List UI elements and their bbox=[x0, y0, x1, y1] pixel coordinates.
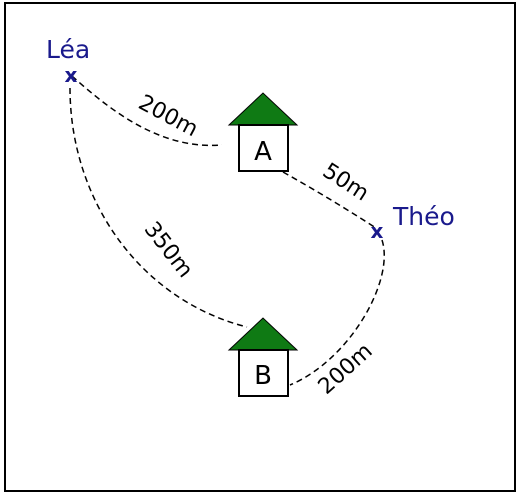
house-a-label: A bbox=[254, 137, 272, 167]
lea-name: Léa bbox=[46, 35, 90, 64]
path-lea-to-a bbox=[71, 75, 223, 147]
person-lea: Léa x bbox=[46, 35, 90, 87]
person-theo: Théo x bbox=[371, 202, 455, 243]
diagram-border bbox=[4, 2, 516, 492]
path-b-to-theo bbox=[289, 239, 385, 386]
house-b: B bbox=[227, 317, 299, 397]
house-b-label: B bbox=[254, 361, 272, 391]
house-a: A bbox=[227, 92, 299, 172]
house-a-body bbox=[238, 124, 289, 172]
paths bbox=[69, 75, 385, 386]
lea-marker: x bbox=[65, 63, 78, 87]
theo-name: Théo bbox=[392, 202, 455, 231]
house-b-body bbox=[238, 349, 289, 397]
path-lea-to-b bbox=[69, 87, 248, 328]
theo-marker: x bbox=[371, 219, 384, 243]
path-a-to-theo bbox=[282, 171, 377, 229]
